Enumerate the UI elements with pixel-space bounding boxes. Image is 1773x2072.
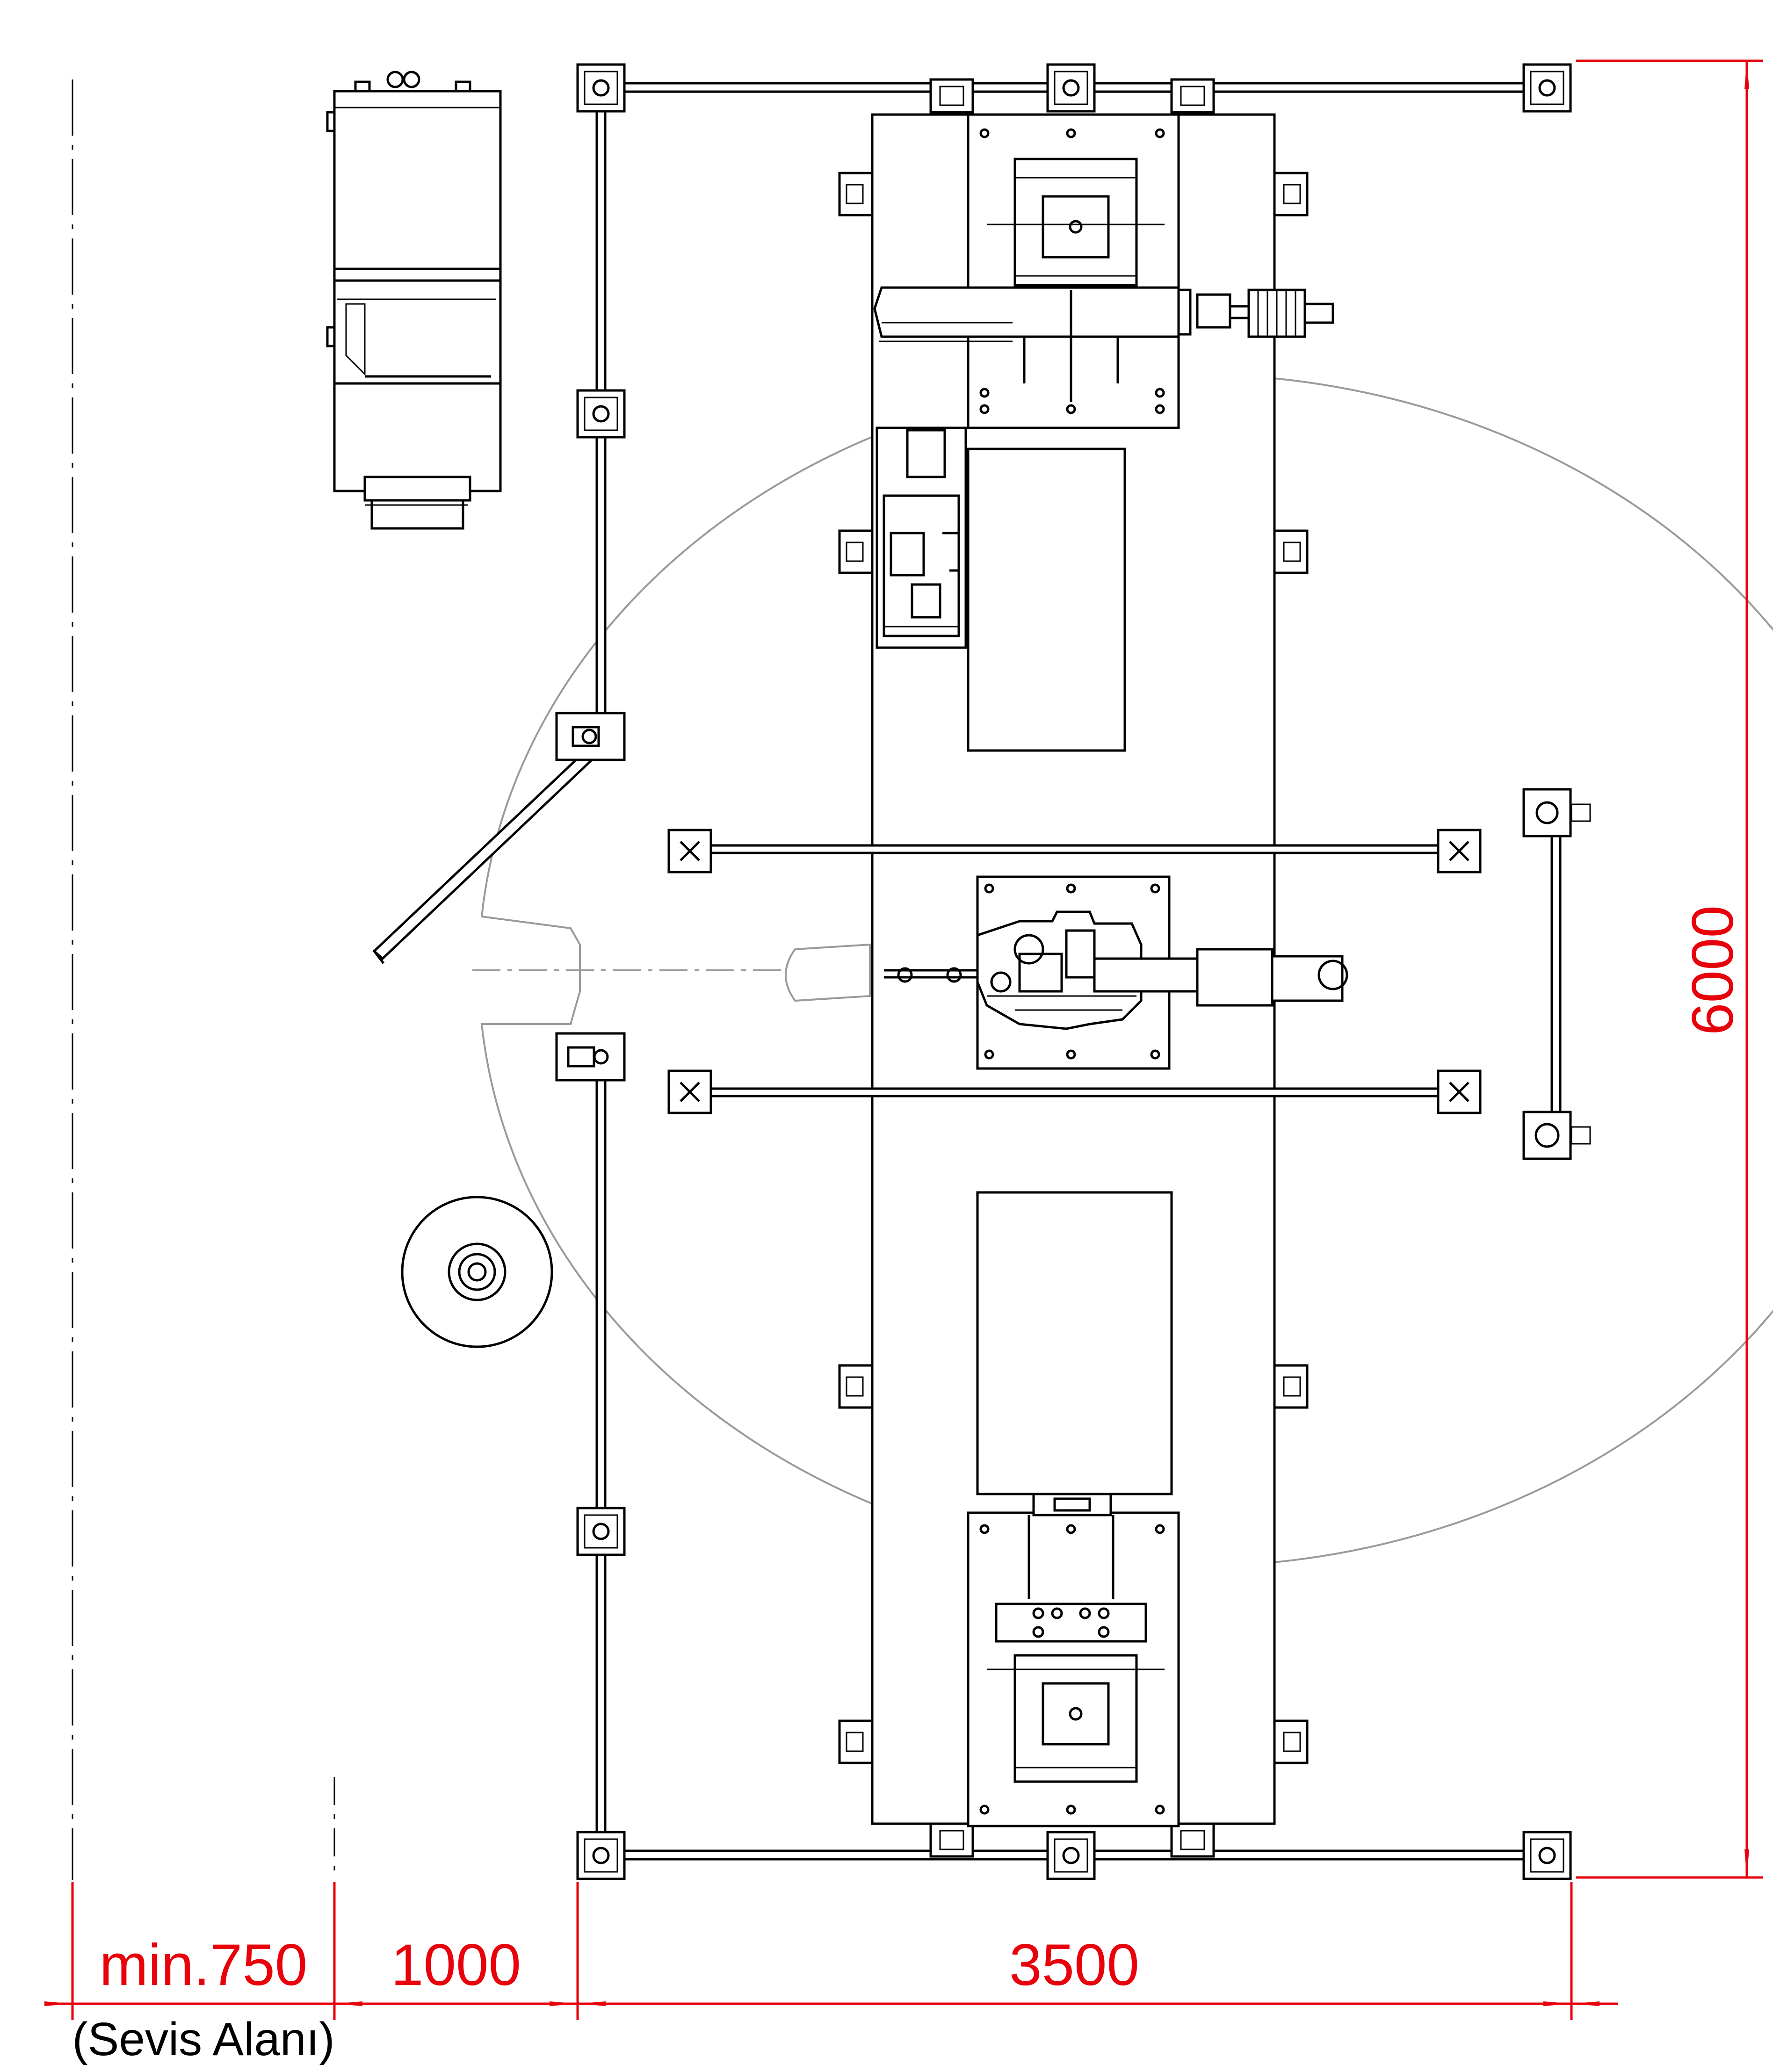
fence-post [576,1507,626,1556]
bottom-positioner [967,1493,1180,1827]
service-area-lines [72,79,335,1880]
service-area-label: (Sevis Alanı) [72,2013,334,2065]
fence-post [555,1032,626,1082]
fence-post [576,63,626,113]
dimension-service-width: min.750 [100,1933,308,1998]
fence-post [1046,63,1096,113]
beam-end-bracket [667,1069,712,1114]
welding-robot [884,875,1348,1070]
beam-end-bracket [1437,829,1482,874]
top-positioner [873,113,1334,429]
fence-post [576,1831,626,1880]
fence-post [1522,63,1572,113]
fence-posts [555,63,1591,1880]
fence-post [1522,788,1591,837]
control-cabinet [326,71,502,530]
wire-feeder-unit [876,426,967,649]
beam-end-bracket [1437,1069,1482,1114]
robot-guide-beams [667,829,1482,1114]
fence-post [576,389,626,439]
workpiece-area-bottom [976,1191,1173,1495]
fence-post [1522,1111,1591,1160]
gripper-tool [1196,289,1334,338]
dimension-clearance: 1000 [391,1933,521,1998]
workpiece-area-top [967,448,1126,752]
dimension-cell-height: 6000 [1680,905,1745,1035]
fence-post [555,712,626,761]
dimension-cell-width: 3500 [1009,1933,1139,1998]
beam-end-bracket [667,829,712,874]
fence-post [1046,1831,1096,1880]
wire-drum [401,1196,553,1348]
dimension-lines [44,59,1763,2020]
base-plate-clamps [838,78,1309,1858]
fence-post [1522,1831,1572,1880]
